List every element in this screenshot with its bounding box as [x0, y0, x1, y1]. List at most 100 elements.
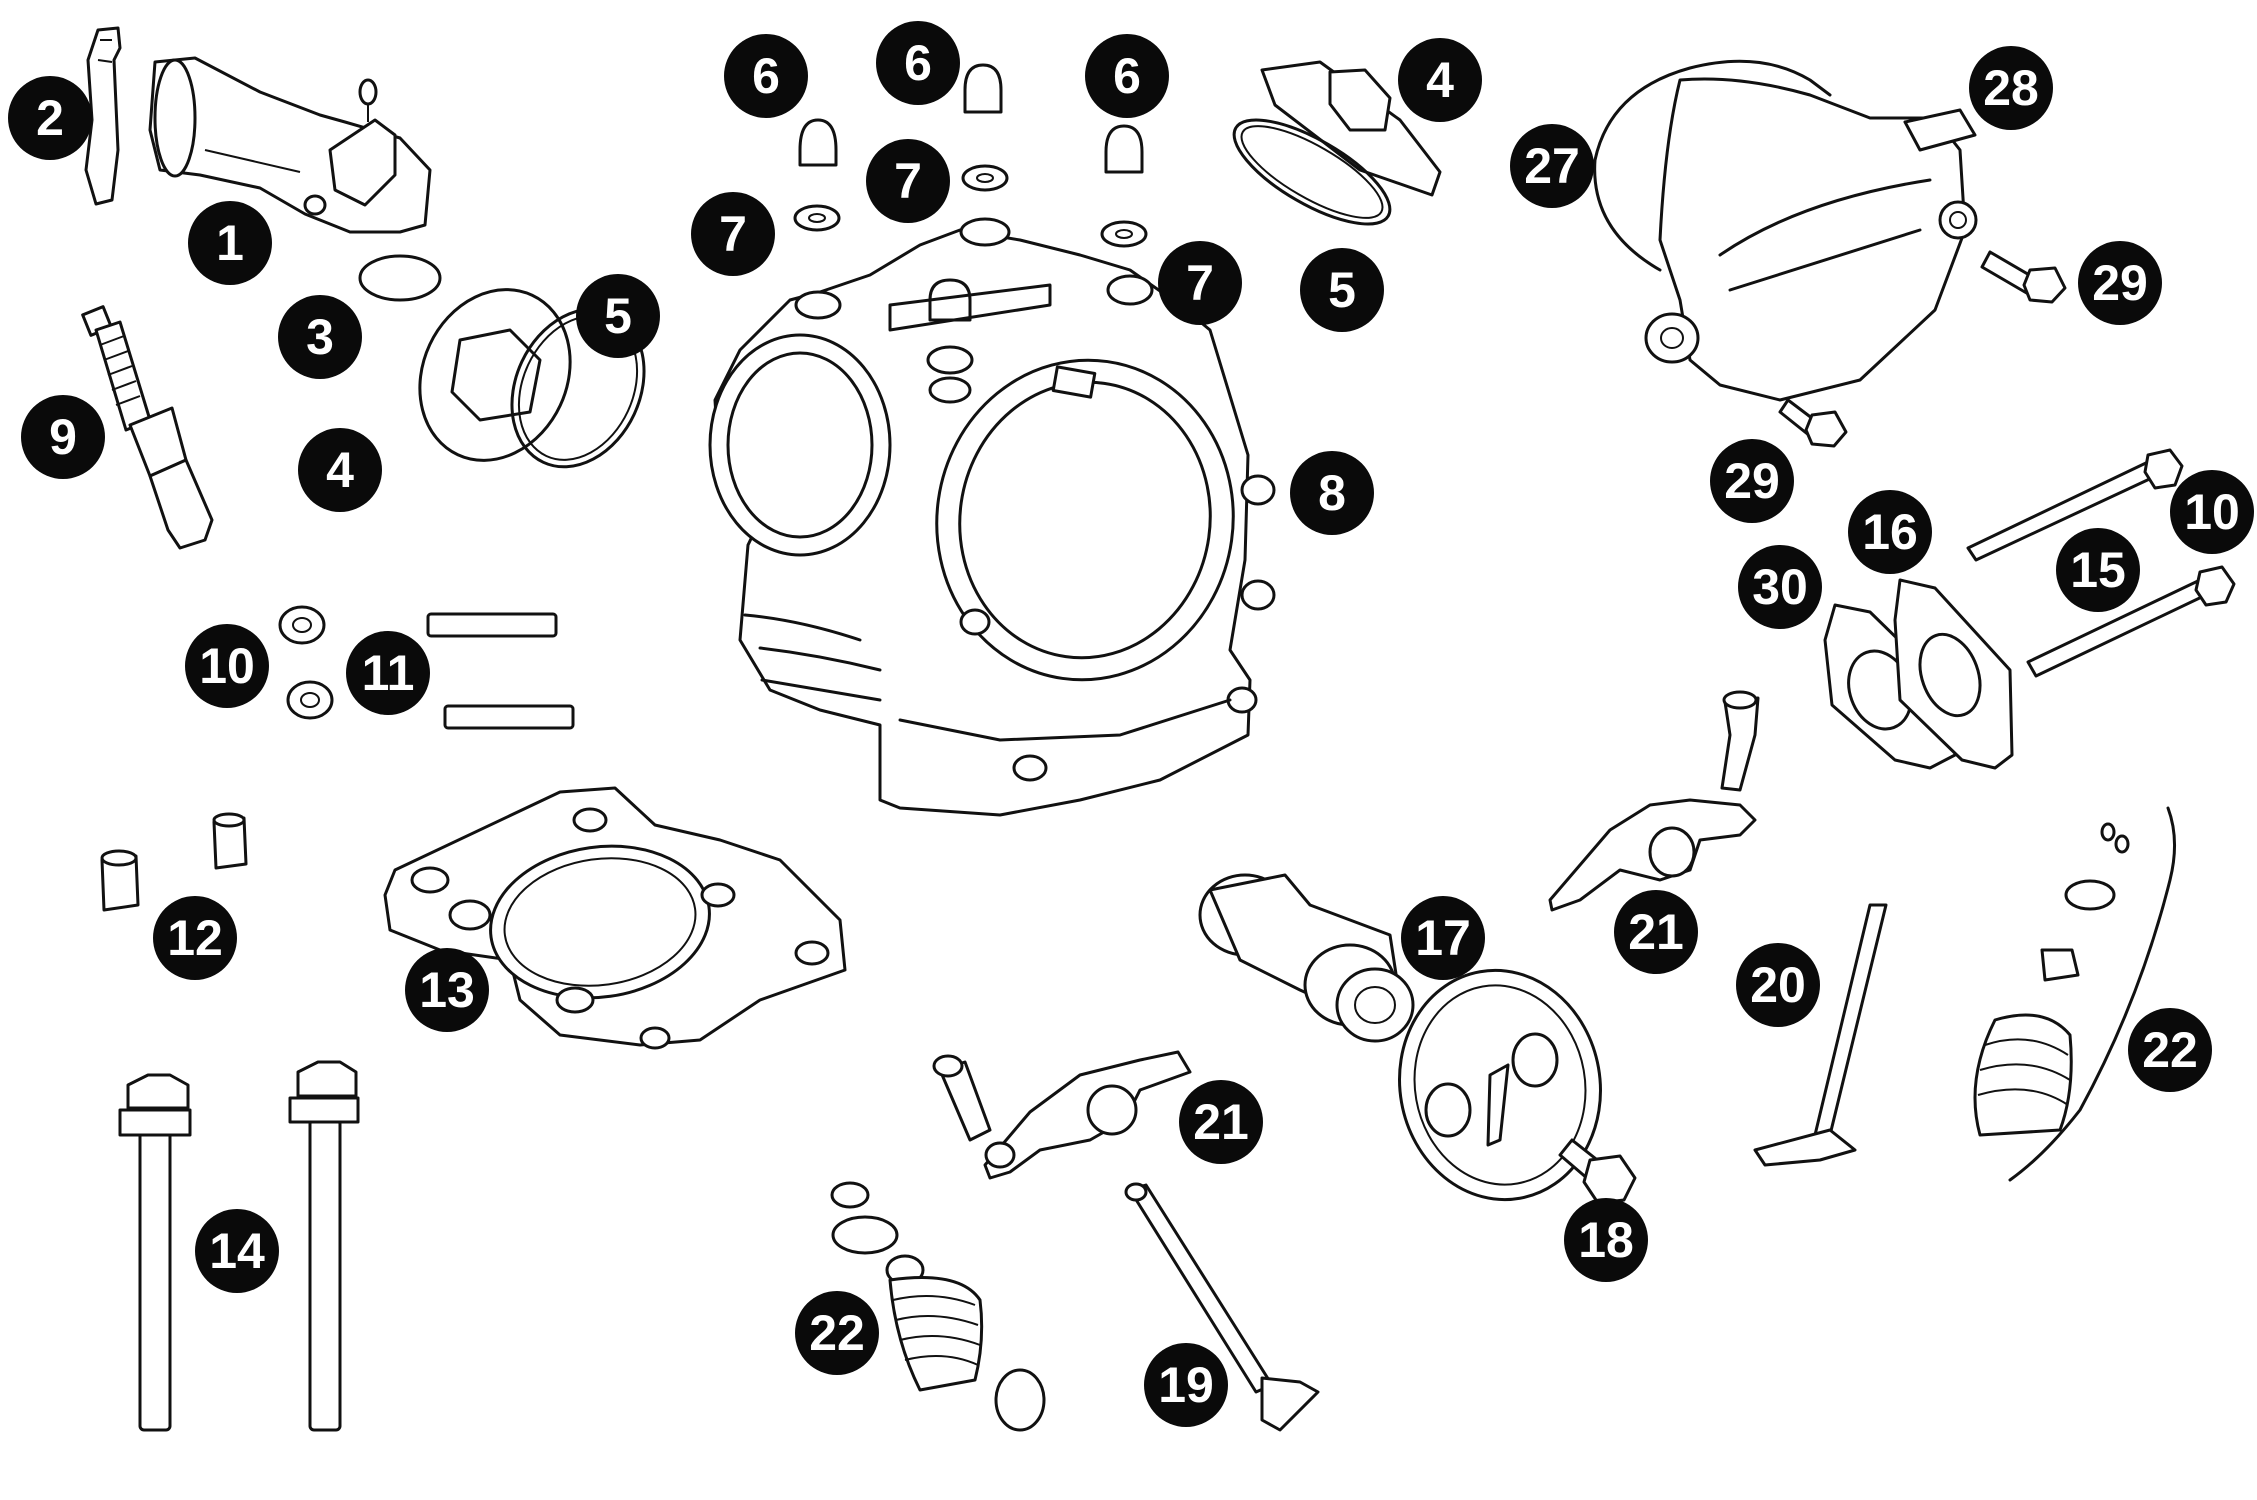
rocker-arm-lower-part	[932, 1050, 1192, 1180]
svg-text:29: 29	[1724, 453, 1780, 509]
rocker-arm-upper-part	[1548, 690, 1760, 912]
valve-spring-set-right-part	[1973, 806, 2177, 1182]
tappet-cap-o-ring-top-part	[1232, 118, 1392, 226]
svg-text:20: 20	[1750, 957, 1806, 1013]
svg-text:6: 6	[1113, 48, 1141, 104]
callout-14: 14	[195, 1209, 279, 1293]
callout-15: 15	[2056, 528, 2140, 612]
flange-nut-part	[278, 605, 334, 720]
cover-bolt-part	[1778, 250, 2067, 448]
svg-text:11: 11	[362, 645, 415, 701]
callout-27: 27	[1510, 124, 1594, 208]
svg-text:2: 2	[36, 90, 64, 146]
head-bolt-part	[118, 1060, 360, 1432]
callout-6-left: 6	[724, 34, 808, 118]
svg-text:3: 3	[306, 309, 334, 365]
svg-text:1: 1	[216, 215, 244, 271]
valve-intake-part	[1124, 1182, 1320, 1432]
callout-13: 13	[405, 948, 489, 1032]
intake-clip-part	[84, 26, 122, 206]
callout-4-left: 4	[298, 428, 382, 512]
callout-7-middle: 7	[866, 139, 950, 223]
valve-spring-set-lower-part	[830, 1181, 1046, 1432]
camshaft-part	[1198, 873, 1415, 1043]
side-cover-part	[1644, 77, 1978, 402]
callout-8: 8	[1290, 451, 1374, 535]
insulator-spacer-part	[1823, 578, 2014, 770]
svg-text:8: 8	[1318, 465, 1346, 521]
callout-21-lower: 21	[1179, 1080, 1263, 1164]
svg-text:28: 28	[1983, 60, 2039, 116]
cam-sprocket-part	[1398, 968, 1637, 1205]
o-ring-part	[358, 254, 442, 302]
callout-30: 30	[1738, 545, 1822, 629]
callout-29-right: 29	[2078, 241, 2162, 325]
callout-20: 20	[1736, 943, 1820, 1027]
svg-text:29: 29	[2092, 255, 2148, 311]
svg-text:10: 10	[2184, 484, 2240, 540]
callout-4-top: 4	[1398, 38, 1482, 122]
svg-text:5: 5	[604, 288, 632, 344]
dowel-pin-part	[100, 812, 248, 912]
callout-17: 17	[1401, 896, 1485, 980]
callout-12: 12	[153, 896, 237, 980]
callout-22-right: 22	[2128, 1008, 2212, 1092]
tappet-cap-left-part	[418, 288, 572, 462]
cover-gasket-part	[1593, 59, 1832, 272]
svg-text:22: 22	[809, 1305, 865, 1361]
callout-2: 2	[8, 76, 92, 160]
head-gasket-part	[383, 786, 847, 1050]
svg-text:17: 17	[1415, 910, 1471, 966]
svg-text:19: 19	[1158, 1357, 1214, 1413]
svg-text:15: 15	[2070, 542, 2126, 598]
acorn-nut-part	[798, 63, 1144, 174]
svg-text:21: 21	[1193, 1094, 1249, 1150]
svg-text:7: 7	[894, 153, 922, 209]
callout-10-right: 10	[2170, 470, 2254, 554]
callout-16: 16	[1848, 490, 1932, 574]
callout-7-right: 7	[1158, 241, 1242, 325]
callout-3: 3	[278, 295, 362, 379]
svg-text:6: 6	[752, 48, 780, 104]
washer-part	[793, 164, 1148, 248]
callout-21-upper: 21	[1614, 890, 1698, 974]
svg-text:6: 6	[904, 35, 932, 91]
svg-text:12: 12	[167, 910, 223, 966]
svg-text:21: 21	[1628, 904, 1684, 960]
callout-22-lower: 22	[795, 1291, 879, 1375]
svg-text:4: 4	[326, 442, 354, 498]
callout-7-left: 7	[691, 192, 775, 276]
callout-1: 1	[188, 201, 272, 285]
svg-text:14: 14	[209, 1223, 265, 1279]
svg-text:7: 7	[719, 206, 747, 262]
dowel-rod-part	[426, 612, 575, 730]
tappet-cap-top-part	[1260, 60, 1442, 197]
svg-text:4: 4	[1426, 52, 1454, 108]
svg-text:5: 5	[1328, 262, 1356, 318]
callout-10-left: 10	[185, 624, 269, 708]
svg-text:16: 16	[1862, 504, 1918, 560]
svg-text:9: 9	[49, 409, 77, 465]
callout-29-lower: 29	[1710, 439, 1794, 523]
svg-text:30: 30	[1752, 559, 1808, 615]
svg-text:10: 10	[199, 638, 255, 694]
intake-manifold-part	[148, 56, 432, 234]
callout-6-right: 6	[1085, 34, 1169, 118]
svg-text:27: 27	[1524, 138, 1580, 194]
callout-5-top: 5	[1300, 248, 1384, 332]
callout-11: 11	[346, 631, 430, 715]
callout-28: 28	[1969, 46, 2053, 130]
callout-5-left: 5	[576, 274, 660, 358]
svg-text:18: 18	[1578, 1212, 1634, 1268]
valve-exhaust-part	[1753, 903, 1888, 1167]
svg-text:22: 22	[2142, 1022, 2198, 1078]
cylinder-head-part	[708, 217, 1276, 817]
svg-text:7: 7	[1186, 255, 1214, 311]
callout-18: 18	[1564, 1198, 1648, 1282]
callout-6-middle: 6	[876, 21, 960, 105]
spark-plug-part	[81, 305, 214, 550]
callout-19: 19	[1144, 1343, 1228, 1427]
callout-9: 9	[21, 395, 105, 479]
svg-text:13: 13	[419, 962, 475, 1018]
